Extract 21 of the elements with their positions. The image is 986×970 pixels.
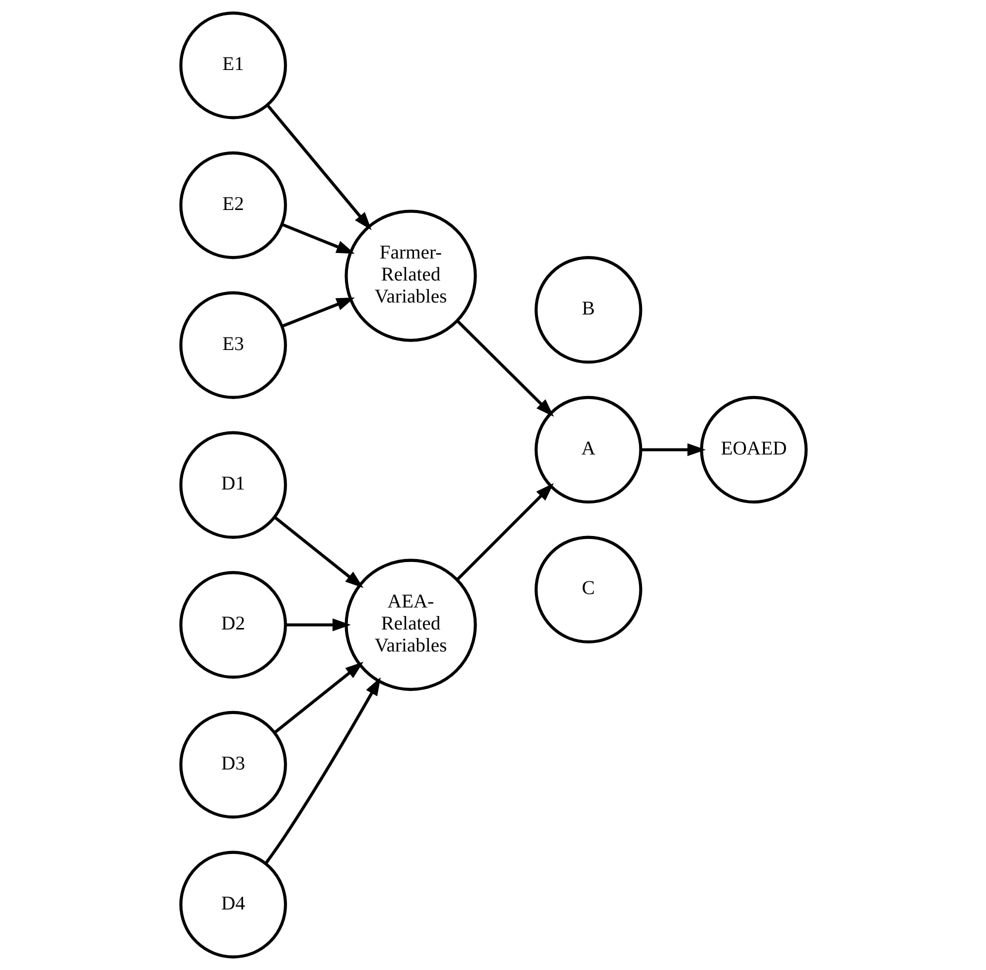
- node-circle: EOAED: [700, 396, 808, 504]
- arrow: [266, 104, 372, 230]
- node-circle: Farmer- Related Variables: [344, 210, 476, 342]
- arrow: [281, 297, 354, 328]
- arrow: [273, 516, 363, 588]
- node-circle: B: [534, 256, 642, 364]
- node-circle: E2: [178, 151, 286, 260]
- arrow: [264, 677, 380, 864]
- arrow: [640, 443, 706, 456]
- node-circle: D2: [178, 571, 286, 679]
- arrow: [456, 320, 554, 417]
- arrow: [273, 662, 363, 734]
- node-circle: E1: [178, 12, 286, 120]
- arrow: [456, 483, 554, 581]
- node-circle: D4: [178, 850, 286, 958]
- node-circle: D3: [178, 710, 286, 819]
- arrow: [285, 618, 350, 632]
- node-circle: E3: [178, 291, 286, 399]
- node-circle: C: [534, 536, 642, 644]
- node-circle: D1: [178, 431, 286, 539]
- arrow: [281, 223, 354, 254]
